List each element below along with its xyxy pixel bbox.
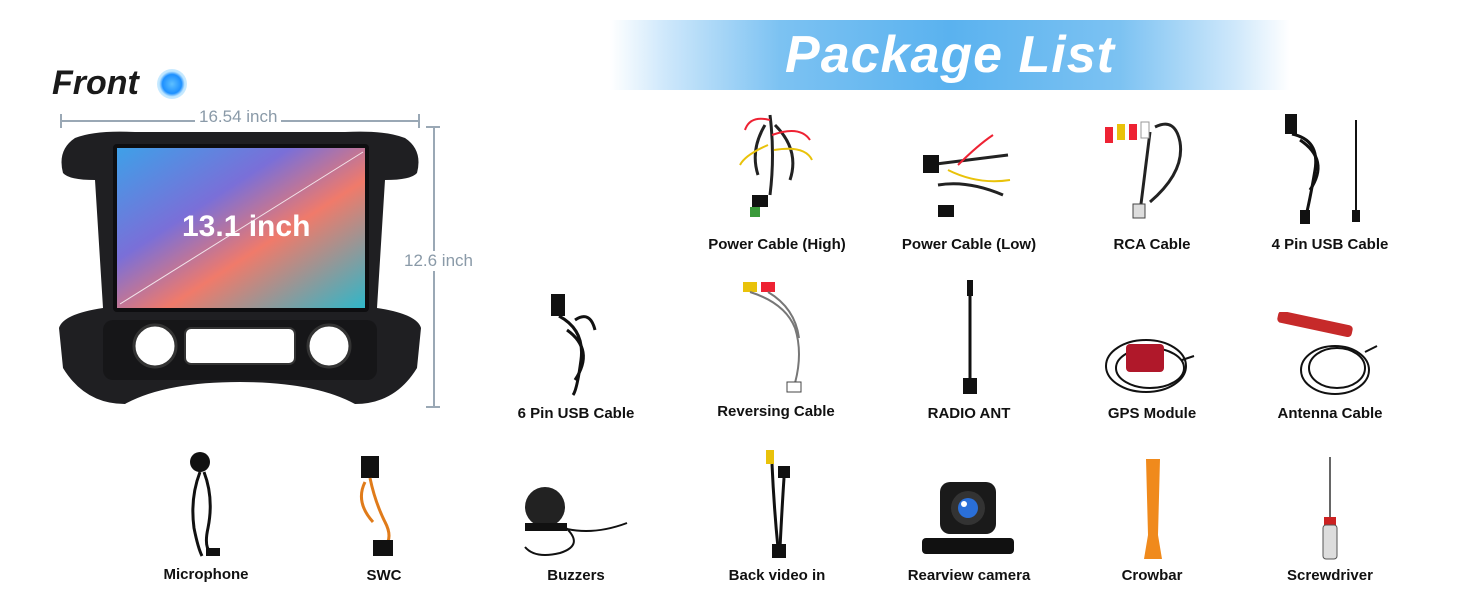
gps-module-icon xyxy=(1105,339,1195,393)
front-indicator-icon xyxy=(157,69,187,99)
crowbar-icon xyxy=(1144,459,1162,559)
item-label-power-cable-high: Power Cable (High) xyxy=(708,236,846,253)
antenna-cable-icon xyxy=(1277,312,1378,395)
height-dimension-tick-bottom xyxy=(426,406,440,408)
rca-cable-icon xyxy=(1105,121,1183,219)
height-dimension-tick-top xyxy=(426,126,440,128)
page-title: Package List xyxy=(785,26,1115,84)
power-cable-high-icon xyxy=(739,114,813,217)
rearview-camera-icon xyxy=(922,482,1014,554)
width-dimension-label: 16.54 inch xyxy=(195,107,282,127)
screwdriver-icon xyxy=(1322,457,1338,560)
item-label-power-cable-low: Power Cable (Low) xyxy=(901,236,1037,253)
usb-6pin-cable-icon xyxy=(551,294,597,396)
swc-cable-icon xyxy=(359,456,393,556)
screen-size-label: 13.1 inch xyxy=(182,210,311,243)
usb-4pin-cable-icon xyxy=(1285,114,1360,224)
head-unit-image xyxy=(59,131,421,404)
reversing-cable-icon xyxy=(743,282,802,393)
item-label-crowbar: Crowbar xyxy=(1121,567,1183,584)
power-cable-low-icon xyxy=(923,134,1011,217)
item-label-buzzers: Buzzers xyxy=(547,567,605,584)
radio-antenna-icon xyxy=(963,280,977,394)
item-label-back-video-in: Back video in xyxy=(728,567,826,584)
item-label-radio-ant: RADIO ANT xyxy=(927,405,1011,422)
microphone-icon xyxy=(190,452,220,557)
item-label-antenna-cable: Antenna Cable xyxy=(1277,405,1383,422)
item-label-usb-4pin-cable: 4 Pin USB Cable xyxy=(1271,236,1389,253)
item-label-rearview-camera: Rearview camera xyxy=(907,567,1031,584)
height-dimension-label: 12.6 inch xyxy=(402,251,475,271)
banner-background xyxy=(610,20,1290,90)
width-dimension-tick-left xyxy=(60,114,62,128)
back-video-cable-icon xyxy=(766,450,790,558)
front-title: Front xyxy=(52,64,139,102)
item-label-rca-cable: RCA Cable xyxy=(1113,236,1191,253)
item-label-screwdriver: Screwdriver xyxy=(1287,567,1373,584)
item-label-reversing-cable: Reversing Cable xyxy=(717,403,835,420)
item-label-usb-6pin-cable: 6 Pin USB Cable xyxy=(517,405,635,422)
width-dimension-tick-right xyxy=(418,114,420,128)
buzzer-icon xyxy=(524,487,628,556)
item-label-microphone: Microphone xyxy=(163,566,249,583)
item-label-gps-module: GPS Module xyxy=(1107,405,1197,422)
item-label-swc: SWC xyxy=(366,567,402,584)
